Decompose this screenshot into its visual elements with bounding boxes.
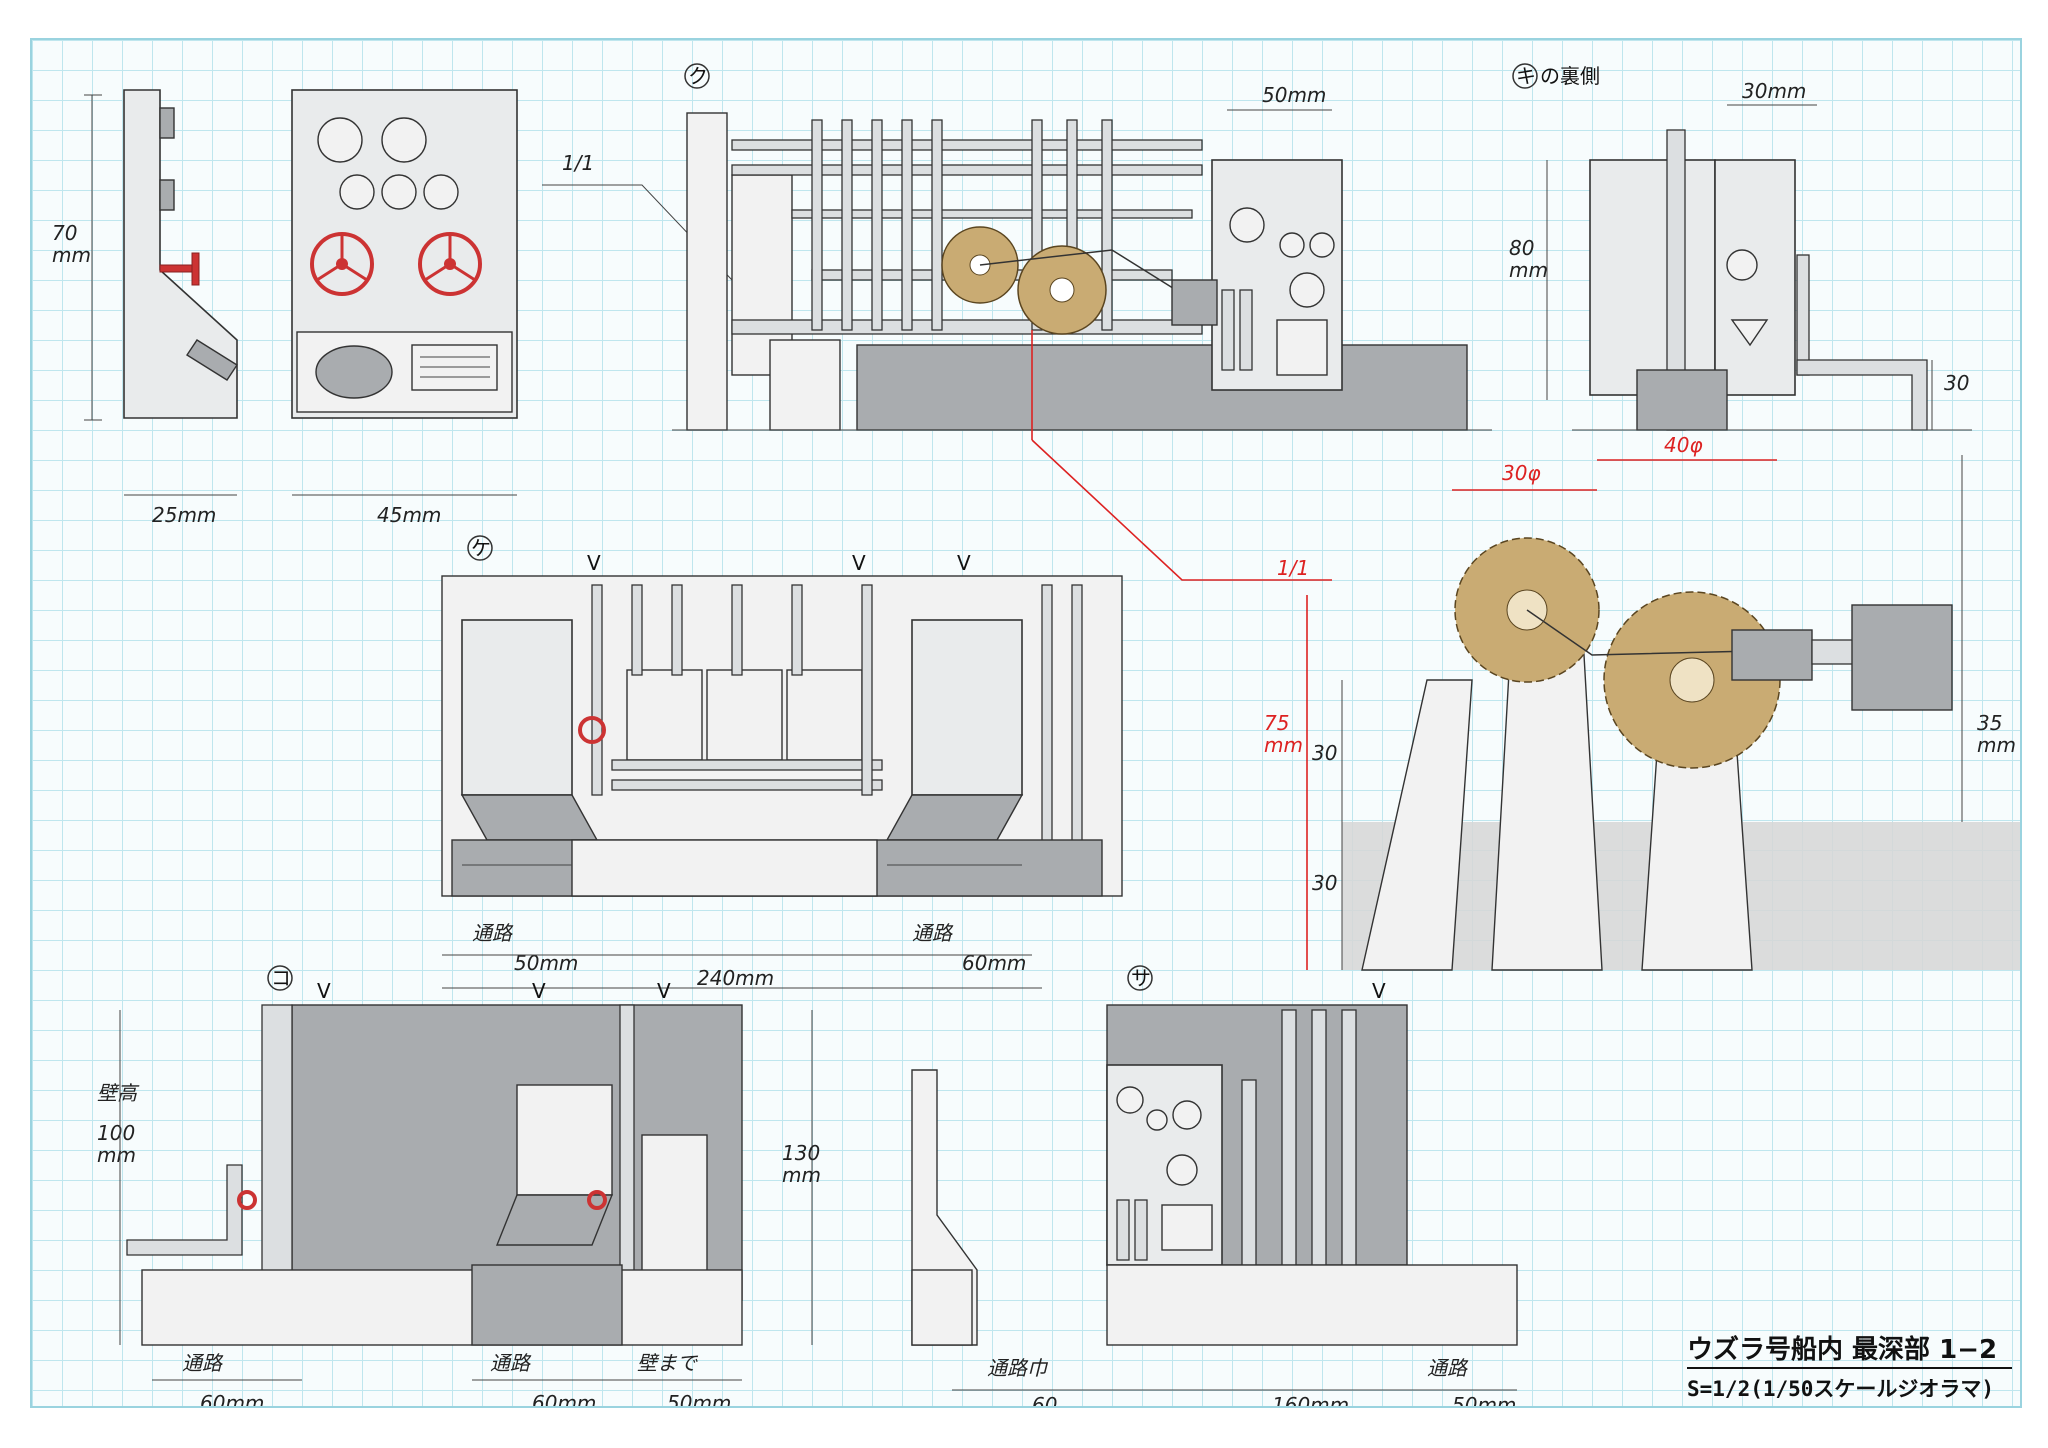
dim-gear-small: 30φ	[1502, 461, 1541, 485]
v-mark-ko-2: V	[532, 979, 546, 1003]
ke-tanks	[611, 669, 883, 791]
view-ku-label: ク	[688, 64, 708, 88]
ke-passage-left: 通路	[472, 921, 514, 945]
ko-to-wall-dim: 50mm	[667, 1391, 731, 1408]
view-ke: ケ 通路 50mm 通路 60mm	[441, 535, 1123, 990]
dim-ku-scale: 1/1	[562, 151, 594, 175]
dim-detail-upper: 30	[1312, 741, 1337, 765]
view-ko-label: コ	[271, 966, 291, 990]
red-valve-wheel-right	[418, 232, 482, 296]
ko-passage-1: 通路	[182, 1351, 224, 1375]
title-text: ウズラ号船内 最深部 1−2	[1687, 1334, 1997, 1365]
sa-passage-width-dim: 60	[1032, 1393, 1057, 1408]
dim-detail-lower: 30	[1312, 871, 1337, 895]
ko-passage-2-dim: 60mm	[532, 1391, 596, 1408]
view-ki-letter: キ	[1516, 64, 1536, 88]
v-mark-ke-1: V	[587, 551, 601, 575]
scale-text: S=1/2(1/50スケールジオラマ)	[1687, 1377, 1994, 1401]
dim-ki-base: 30	[1944, 371, 1969, 395]
view-sa-label: サ	[1131, 966, 1151, 990]
v-mark-ke-3: V	[957, 551, 971, 575]
ke-total-width: 240mm	[697, 966, 774, 990]
view-ke-label: ケ	[471, 536, 491, 560]
view-sa: サ V 通路巾 60 160mm 通路 50mm	[911, 965, 1518, 1408]
dim-gear-large: 40φ	[1664, 433, 1703, 457]
title-block: ウズラ号船内 最深部 1−2 S=1/2(1/50スケールジオラマ)	[1687, 1334, 2012, 1401]
v-mark-sa: V	[1372, 979, 1386, 1003]
sa-passage: 通路	[1427, 1356, 1469, 1380]
ke-passage-right: 通路	[912, 921, 954, 945]
dim-detail-scale: 1/1	[1277, 556, 1309, 580]
dim-sa-width: 160mm	[1272, 1393, 1349, 1408]
ko-passage-2: 通路	[490, 1351, 532, 1375]
v-mark-ke-2: V	[852, 551, 866, 575]
ko-to-wall: 壁まで	[637, 1351, 699, 1375]
view-ki-suffix: の裏側	[1540, 64, 1600, 88]
sa-passage-dim: 50mm	[1452, 1393, 1516, 1408]
dim-ki-width: 30mm	[1742, 79, 1806, 103]
ko-passage-1-dim: 60mm	[200, 1391, 264, 1408]
red-valve-wheel-left	[310, 232, 374, 296]
view-ku: ク 1/1	[542, 63, 1492, 581]
dim-panel-depth: 25mm	[152, 503, 216, 527]
panel-front-view: 45mm	[291, 89, 518, 527]
ku-gauge-panel	[1211, 159, 1343, 391]
ku-vertical-pipes	[811, 119, 1113, 331]
v-mark-ko-3: V	[657, 979, 671, 1003]
wall-height-label: 壁高	[97, 1081, 140, 1105]
sa-passage-width: 通路巾	[987, 1356, 1049, 1380]
ku-gears	[941, 226, 1193, 335]
dim-ku-width: 50mm	[1262, 83, 1326, 107]
v-mark-ko-1: V	[317, 979, 331, 1003]
dim-panel-width: 45mm	[377, 503, 441, 527]
